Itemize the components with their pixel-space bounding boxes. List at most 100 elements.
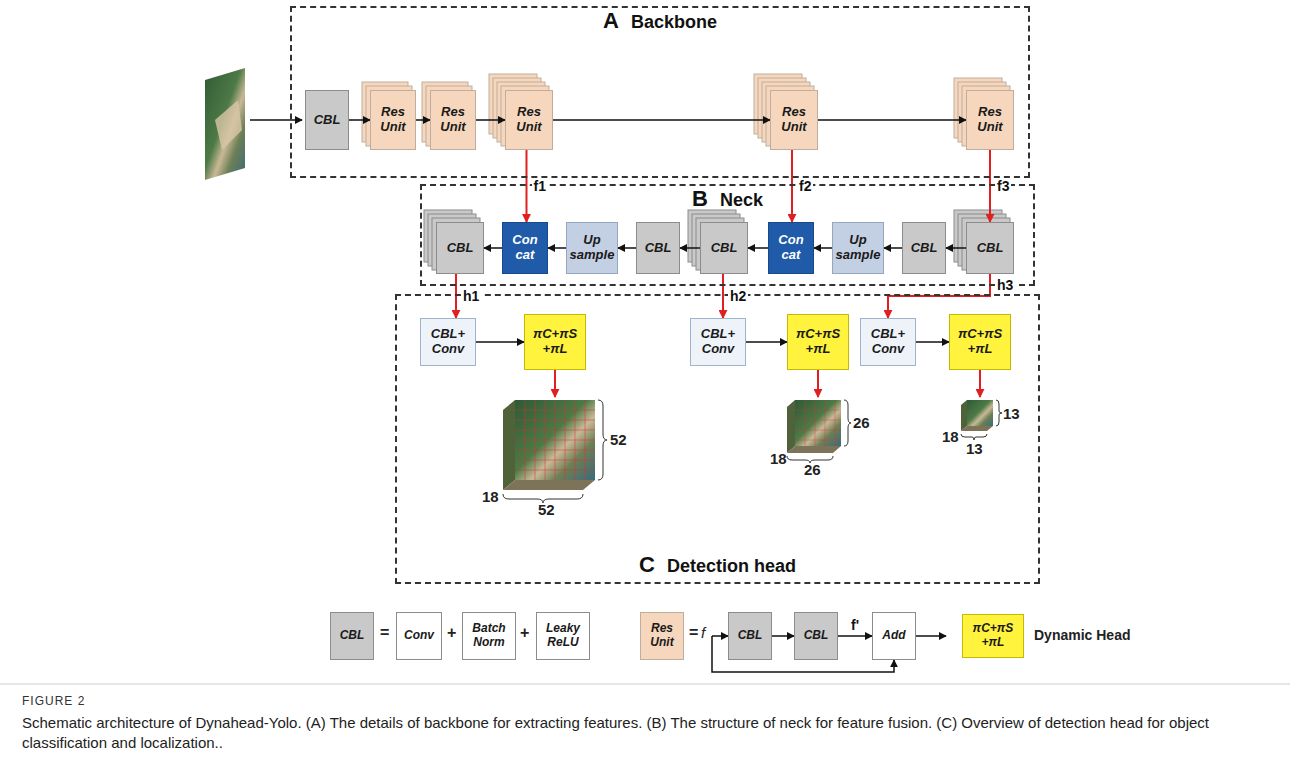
cube-side [961,400,967,431]
feature-arrow [526,150,528,222]
process-box: CBL [700,222,748,274]
box-label: Con cat [771,233,811,263]
box-label: Up sample [835,233,881,263]
output-arrow [554,370,556,397]
dimension-label: 18 [770,450,787,467]
process-box: CBL [966,222,1014,274]
region-letter: A [603,8,619,34]
flow-arrow [818,119,966,121]
box-label: Add [882,629,905,643]
process-box: Res Unit [770,90,818,150]
box-label: CBL [911,241,938,256]
flow-arrow [838,635,872,637]
box-label: CBL [977,241,1004,256]
process-box: Con cat [502,222,548,274]
cube-front [967,400,993,426]
box-label: Up sample [569,233,615,263]
feature-map-26 [787,400,851,463]
process-box: CBL+ Conv [420,318,476,366]
process-box: Up sample [832,222,884,274]
dimension-label: 13 [966,440,983,457]
grid-lines [515,400,595,480]
edge-label: f' [849,617,861,633]
box-label: CBL+ Conv [693,327,743,357]
box-label: πC+πS +πL [965,622,1021,650]
dimension-label: 13 [1003,405,1020,422]
box-label: Res Unit [433,105,473,135]
flow-arrow [680,247,700,249]
symbol-label: + [447,624,456,642]
process-box: Add [872,612,916,660]
dashed-region: B NeckCBL Con cat Up sample CBL CBL Con cat Up … [420,184,1035,286]
process-box: Res Unit [370,90,416,150]
box-label: Res Unit [373,105,413,135]
region-title: Neck [720,190,763,211]
process-box: CBL+ Conv [690,318,746,366]
brace [996,400,1002,426]
box-label: Conv [404,629,434,643]
process-box: πC+πS +πL [524,314,586,370]
box-label: CBL+ Conv [863,327,913,357]
feature-map-13 [961,400,1002,440]
brace [844,400,851,446]
box-label: Res Unit [643,622,681,650]
symbol-label: = [380,624,389,642]
flow-arrow [484,247,502,249]
output-arrow [979,370,981,397]
legend-text: Dynamic Head [1034,627,1130,643]
edge-label: h1 [461,288,481,304]
process-box: Conv [396,612,442,660]
edge-label: f1 [532,178,548,194]
region-letter: B [692,186,708,212]
flow-arrow [548,247,566,249]
symbol-label: f [701,624,705,641]
cube-bottom [503,480,595,490]
flow-arrow [476,341,524,343]
flow-arrow [884,247,902,249]
input-image [205,68,245,180]
feature-arrow [722,274,724,318]
flow-arrow [814,247,832,249]
feature-arrow [791,150,793,222]
box-label: Leaky ReLU [539,622,587,650]
dashed-region: ABackboneCBL Res Unit Res Unit Res Unit Res … [290,6,1030,178]
box-label: CBL+ Conv [423,327,473,357]
edge-label: h3 [995,277,1015,293]
grid-lines [795,400,841,446]
input-arrow [250,119,302,121]
process-box: Res Unit [430,90,476,150]
stack-layers [362,74,1010,270]
box-label: Res Unit [773,105,815,135]
box-label: CBL [711,241,738,256]
edge-label: f2 [797,178,813,194]
symbol-label: + [520,624,529,642]
cube-side [787,400,795,453]
input-wire [712,635,728,637]
image-patch [215,100,242,150]
box-label: CBL [447,241,474,256]
box-label: Con cat [505,233,545,263]
process-box: CBL [794,612,838,660]
cube-front [515,400,595,480]
process-box: CBL [728,612,772,660]
region-heading: ABackbone [292,8,1028,34]
process-box: CBL+ Conv [860,318,916,366]
box-label: CBL [804,629,829,643]
process-box: πC+πS +πL [962,614,1024,658]
dimension-label: 18 [942,428,959,445]
region-title: Detection head [667,556,796,577]
process-box: CBL [902,222,946,274]
flow-arrow [916,341,949,343]
output-arrow [817,370,819,397]
brace [598,400,607,480]
process-box: Res Unit [640,612,684,660]
caption-rule [0,684,1290,685]
region-heading: B Neck [422,186,1033,212]
process-box: Res Unit [966,90,1014,150]
flow-arrow [746,341,787,343]
box-label: CBL [314,113,341,128]
process-box: CBL [436,222,484,274]
